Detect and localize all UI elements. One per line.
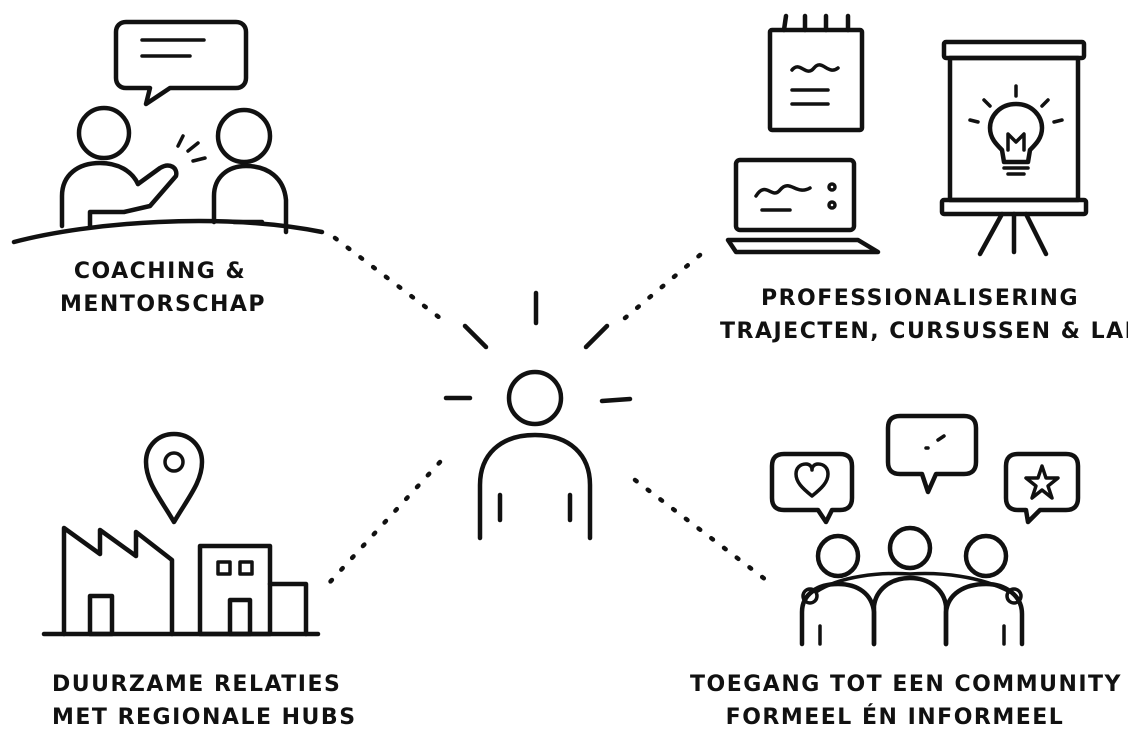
coaching-conversation-icon bbox=[11, 19, 325, 245]
person-icon bbox=[443, 290, 633, 541]
learning-tools-icon bbox=[725, 13, 1089, 257]
connector-community bbox=[632, 477, 773, 586]
professionalisering-label-line-1: PROFESSIONALISERING bbox=[760, 286, 1080, 311]
community-label-line-1: TOEGANG TOT EEN COMMUNITY bbox=[690, 672, 1122, 697]
connector-professionalisering bbox=[622, 252, 703, 321]
hubs-label: DUURZAME RELATIES MET REGIONALE HUBS bbox=[52, 668, 372, 734]
hubs-label-line-1: DUURZAME RELATIES bbox=[52, 672, 342, 697]
connector-coaching bbox=[332, 235, 443, 321]
connector-hubs bbox=[327, 459, 443, 585]
professionalisering-label: PROFESSIONALISERING TRAJECTEN, CURSUSSEN… bbox=[720, 282, 1128, 348]
community-group-icon bbox=[769, 413, 1081, 647]
coaching-label: COACHING & MENTORSCHAP bbox=[60, 255, 267, 321]
coaching-label-line-2: MENTORSCHAP bbox=[60, 292, 267, 317]
regional-hub-icon bbox=[41, 431, 321, 637]
professionalisering-label-line-2: TRAJECTEN, CURSUSSEN & LABS bbox=[720, 319, 1128, 344]
coaching-label-line-1: COACHING & bbox=[73, 259, 247, 284]
hubs-label-line-2: MET REGIONALE HUBS bbox=[52, 705, 357, 730]
community-label-line-2: FORMEEL ÉN INFORMEEL bbox=[725, 705, 1065, 730]
community-label: TOEGANG TOT EEN COMMUNITY FORMEEL ÉN INF… bbox=[690, 668, 1122, 734]
